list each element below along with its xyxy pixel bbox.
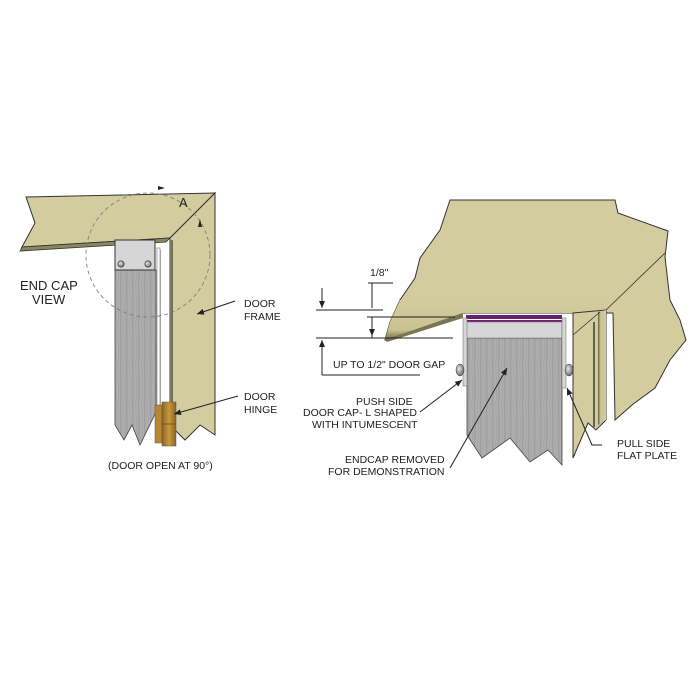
- push-side-plate: [462, 317, 468, 387]
- door-open-caption: (DOOR OPEN AT 90°): [108, 460, 213, 472]
- detail-a-view: 1/8" UP TO 1/2" DOOR GAP PUSH SIDE DOOR …: [303, 199, 687, 478]
- frame-jamb: [169, 191, 216, 441]
- pull-side-plate: [561, 317, 567, 389]
- detail-marker-label: A: [179, 195, 188, 210]
- push-side-label-2: DOOR CAP- L SHAPED: [303, 407, 417, 419]
- gap-dimensions: [316, 282, 455, 376]
- bolt-icon: [455, 363, 465, 377]
- end-cap-view-title: END CAP: [20, 278, 78, 293]
- door-frame-label: DOOR: [244, 298, 276, 310]
- door-leaf-detail: [466, 337, 563, 467]
- endcap-removed-label: ENDCAP REMOVED: [345, 454, 445, 466]
- gap-1-8-label: 1/8": [370, 267, 389, 279]
- end-cap-view: A END CAP VIEW DOOR FRAME DOOR HINGE (DO…: [19, 186, 281, 472]
- push-side-label-3: WITH INTUMESCENT: [312, 419, 418, 431]
- detail-circle: [85, 192, 211, 318]
- door-hinge-label-2: HINGE: [244, 404, 277, 416]
- bolt-icon: [144, 260, 152, 268]
- push-side-label: PUSH SIDE: [356, 396, 413, 408]
- door-gap-label: UP TO 1/2" DOOR GAP: [333, 359, 445, 371]
- bolt-icon: [564, 363, 574, 377]
- door-hinge-label: DOOR: [244, 391, 276, 403]
- door-hinge: [154, 401, 177, 447]
- intumescent-strip-2: [466, 320, 562, 322]
- door-leaf-left: [114, 269, 157, 446]
- end-cap-view-title-2: VIEW: [32, 292, 66, 307]
- intumescent-strip: [466, 315, 562, 319]
- endcap-removed-label-2: FOR DEMONSTRATION: [328, 466, 444, 478]
- door-frame-label-2: FRAME: [244, 311, 281, 323]
- bolt-icon: [117, 260, 125, 268]
- end-cap-detail: [465, 321, 563, 339]
- pull-side-label-2: FLAT PLATE: [617, 450, 677, 462]
- pull-side-label: PULL SIDE: [617, 438, 670, 450]
